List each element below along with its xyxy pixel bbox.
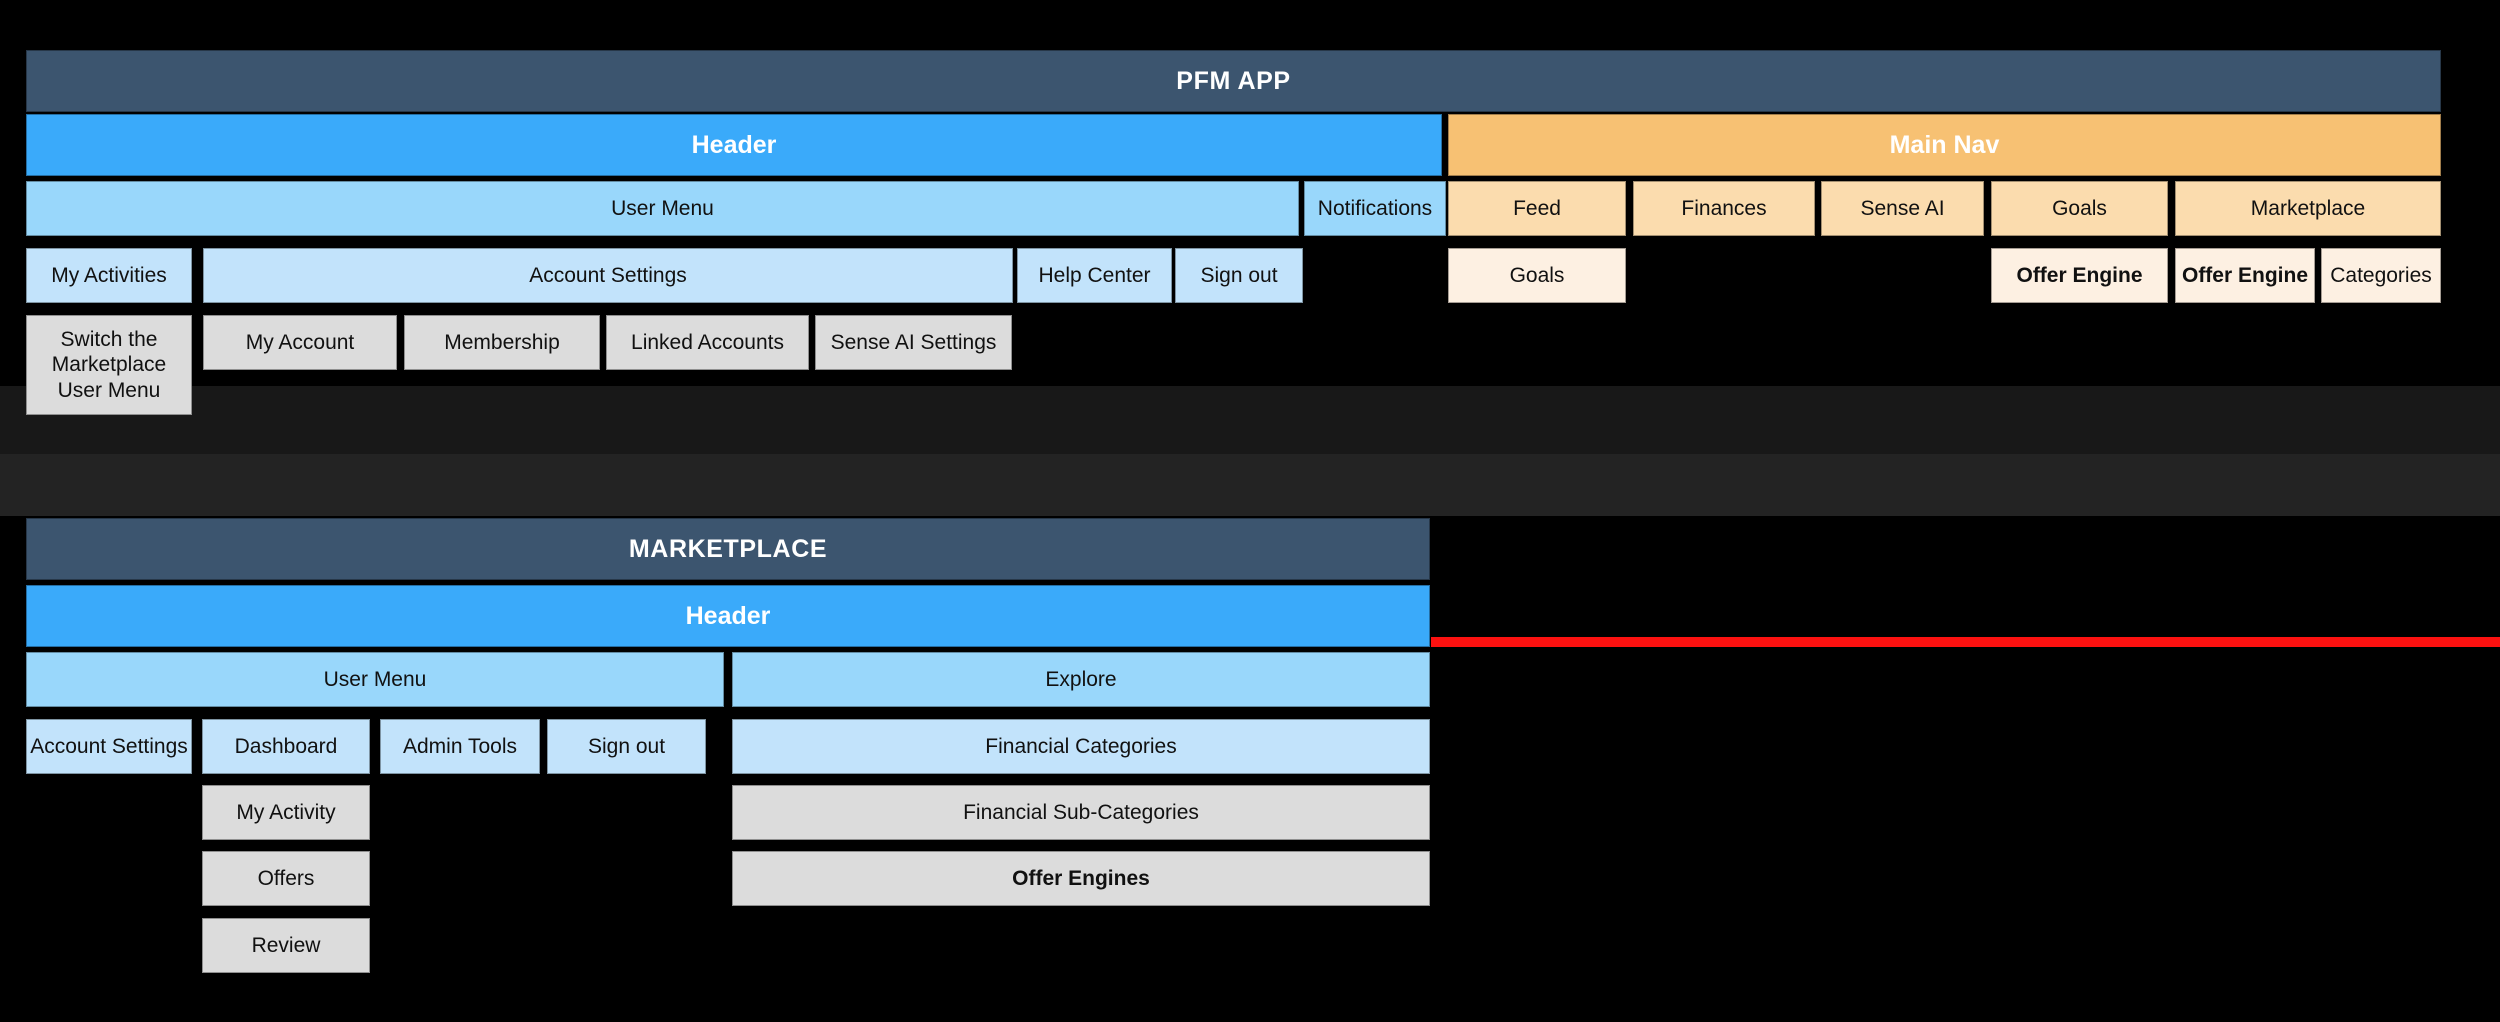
background-band-upper (0, 386, 2500, 454)
marketplace-explore-child-financial-categories[interactable]: Financial Categories (732, 719, 1430, 774)
user-menu-item-sign-out[interactable]: Sign out (1175, 248, 1303, 303)
account-settings-child-sense-ai-settings[interactable]: Sense AI Settings (815, 315, 1012, 370)
main-nav-feed-child-goals[interactable]: Goals (1448, 248, 1626, 303)
marketplace-user-menu-item-admin-tools[interactable]: Admin Tools (380, 719, 540, 774)
marketplace-explore-child-financial-sub-categories[interactable]: Financial Sub-Categories (732, 785, 1430, 840)
user-menu-item-my-activities[interactable]: My Activities (26, 248, 192, 303)
marketplace-dashboard-child-my-activity[interactable]: My Activity (202, 785, 370, 840)
account-settings-child-membership[interactable]: Membership (404, 315, 600, 370)
red-divider-line (1431, 637, 2500, 647)
marketplace-explore-child-offer-engines[interactable]: Offer Engines (732, 851, 1430, 906)
background-band-lower (0, 454, 2500, 516)
pfm-app-header-bar[interactable]: Header (26, 114, 1442, 176)
main-nav-marketplace-child-offer-engine[interactable]: Offer Engine (2175, 248, 2315, 303)
main-nav-item-goals[interactable]: Goals (1991, 181, 2168, 236)
account-settings-child-my-account[interactable]: My Account (203, 315, 397, 370)
pfm-app-title-bar: PFM APP (26, 50, 2441, 112)
marketplace-title-bar: MARKETPLACE (26, 518, 1430, 580)
switch-marketplace-user-menu-note: Switch the Marketplace User Menu (26, 315, 192, 415)
user-menu-item-help-center[interactable]: Help Center (1017, 248, 1172, 303)
marketplace-user-menu[interactable]: User Menu (26, 652, 724, 707)
marketplace-user-menu-item-dashboard[interactable]: Dashboard (202, 719, 370, 774)
main-nav-goals-child-offer-engine[interactable]: Offer Engine (1991, 248, 2168, 303)
marketplace-dashboard-child-review[interactable]: Review (202, 918, 370, 973)
marketplace-user-menu-item-account-settings[interactable]: Account Settings (26, 719, 192, 774)
notifications-item[interactable]: Notifications (1304, 181, 1446, 236)
pfm-app-main-nav-bar[interactable]: Main Nav (1448, 114, 2441, 176)
marketplace-explore[interactable]: Explore (732, 652, 1430, 707)
main-nav-marketplace-child-categories[interactable]: Categories (2321, 248, 2441, 303)
marketplace-user-menu-item-sign-out[interactable]: Sign out (547, 719, 706, 774)
account-settings-child-linked-accounts[interactable]: Linked Accounts (606, 315, 809, 370)
main-nav-item-sense-ai[interactable]: Sense AI (1821, 181, 1984, 236)
main-nav-item-finances[interactable]: Finances (1633, 181, 1815, 236)
main-nav-item-feed[interactable]: Feed (1448, 181, 1626, 236)
user-menu-pfm[interactable]: User Menu (26, 181, 1299, 236)
marketplace-header-bar[interactable]: Header (26, 585, 1430, 647)
main-nav-item-marketplace[interactable]: Marketplace (2175, 181, 2441, 236)
marketplace-dashboard-child-offers[interactable]: Offers (202, 851, 370, 906)
user-menu-item-account-settings[interactable]: Account Settings (203, 248, 1013, 303)
